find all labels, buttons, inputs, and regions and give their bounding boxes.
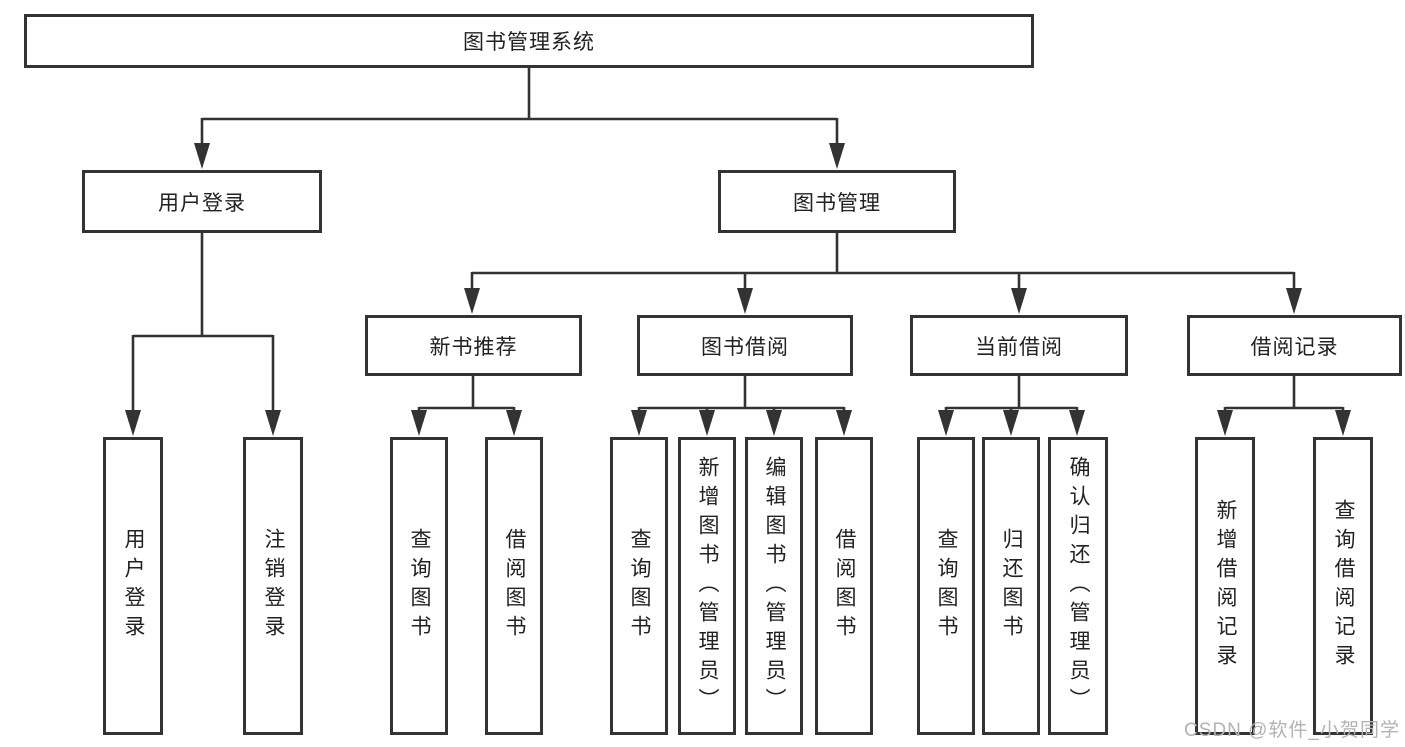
leaf-borrow-books-2: 借阅图书 [815,437,873,735]
arrowhead [1217,410,1233,436]
arrowhead [506,410,522,436]
leaf-add-borrow-record: 新增借阅记录 [1195,437,1255,735]
arrowhead [699,410,715,436]
arrowhead [411,410,427,436]
leaf-logout-login: 注销登录 [243,437,303,735]
arrowhead [938,410,954,436]
leaf-query-books-3: 查询图书 [917,437,975,735]
arrowhead [194,143,210,169]
arrowhead [1069,410,1085,436]
node-user-login: 用户登录 [82,170,322,233]
leaf-query-borrow-record: 查询借阅记录 [1313,437,1373,735]
leaf-edit-books-admin: 编辑图书（管理员） [745,437,803,735]
node-current-borrow: 当前借阅 [910,315,1128,376]
arrowhead [631,410,647,436]
leaf-confirm-return-admin: 确认归还（管理员） [1048,437,1108,735]
arrowhead [1335,410,1351,436]
arrowhead [1011,288,1027,314]
node-new-book-recommend: 新书推荐 [365,315,582,376]
leaf-query-books-2: 查询图书 [610,437,668,735]
arrowhead [1286,288,1302,314]
arrowhead [737,288,753,314]
arrowhead [829,143,845,169]
leaf-user-login: 用户登录 [103,437,163,735]
node-book-borrow: 图书借阅 [637,315,853,376]
arrowhead [1003,410,1019,436]
leaf-query-books: 查询图书 [390,437,448,735]
leaf-return-books: 归还图书 [982,437,1040,735]
arrowhead [125,410,141,436]
arrowhead [464,288,480,314]
node-borrow-records: 借阅记录 [1187,315,1402,376]
arrowhead [766,410,782,436]
arrowhead [836,410,852,436]
node-library-system: 图书管理系统 [24,14,1034,68]
arrowheads [125,143,1351,436]
leaf-borrow-books: 借阅图书 [485,437,543,735]
arrowhead [265,410,281,436]
node-book-management: 图书管理 [718,170,956,233]
leaf-add-books-admin: 新增图书（管理员） [678,437,736,735]
csdn-watermark: CSDN @软件_小贺同学 [1184,720,1400,741]
